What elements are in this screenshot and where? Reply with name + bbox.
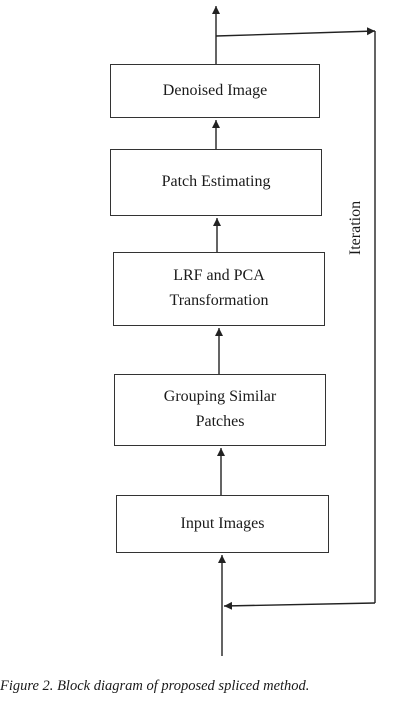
iteration-label: Iteration (347, 200, 364, 256)
grouping-similar-patches-box: Grouping Similar Patches (114, 374, 326, 446)
patch-estimating-label: Patch Estimating (161, 173, 271, 191)
loop-top-branch (215, 27, 376, 37)
caption-figure-number: Figure 2. (0, 678, 54, 694)
input-images-label: Input Images (180, 514, 265, 532)
denoised-image-label: Denoised Image (162, 81, 268, 99)
denoised-image-box: Denoised Image (110, 64, 320, 118)
input-images-box: Input Images (116, 495, 329, 553)
lrf-pca-transformation-label: LRF and PCA Transformation (169, 267, 269, 309)
grouping-similar-patches-label: Grouping Similar Patches (163, 388, 277, 430)
loop-bottom-branch (223, 601, 376, 610)
caption-text: Block diagram of proposed spliced method… (53, 678, 310, 694)
lrf-pca-transformation-box: LRF and PCA Transformation (113, 252, 325, 326)
patch-estimating-box: Patch Estimating (110, 149, 322, 216)
figure-caption: Figure 2. Block diagram of proposed spli… (0, 678, 309, 695)
